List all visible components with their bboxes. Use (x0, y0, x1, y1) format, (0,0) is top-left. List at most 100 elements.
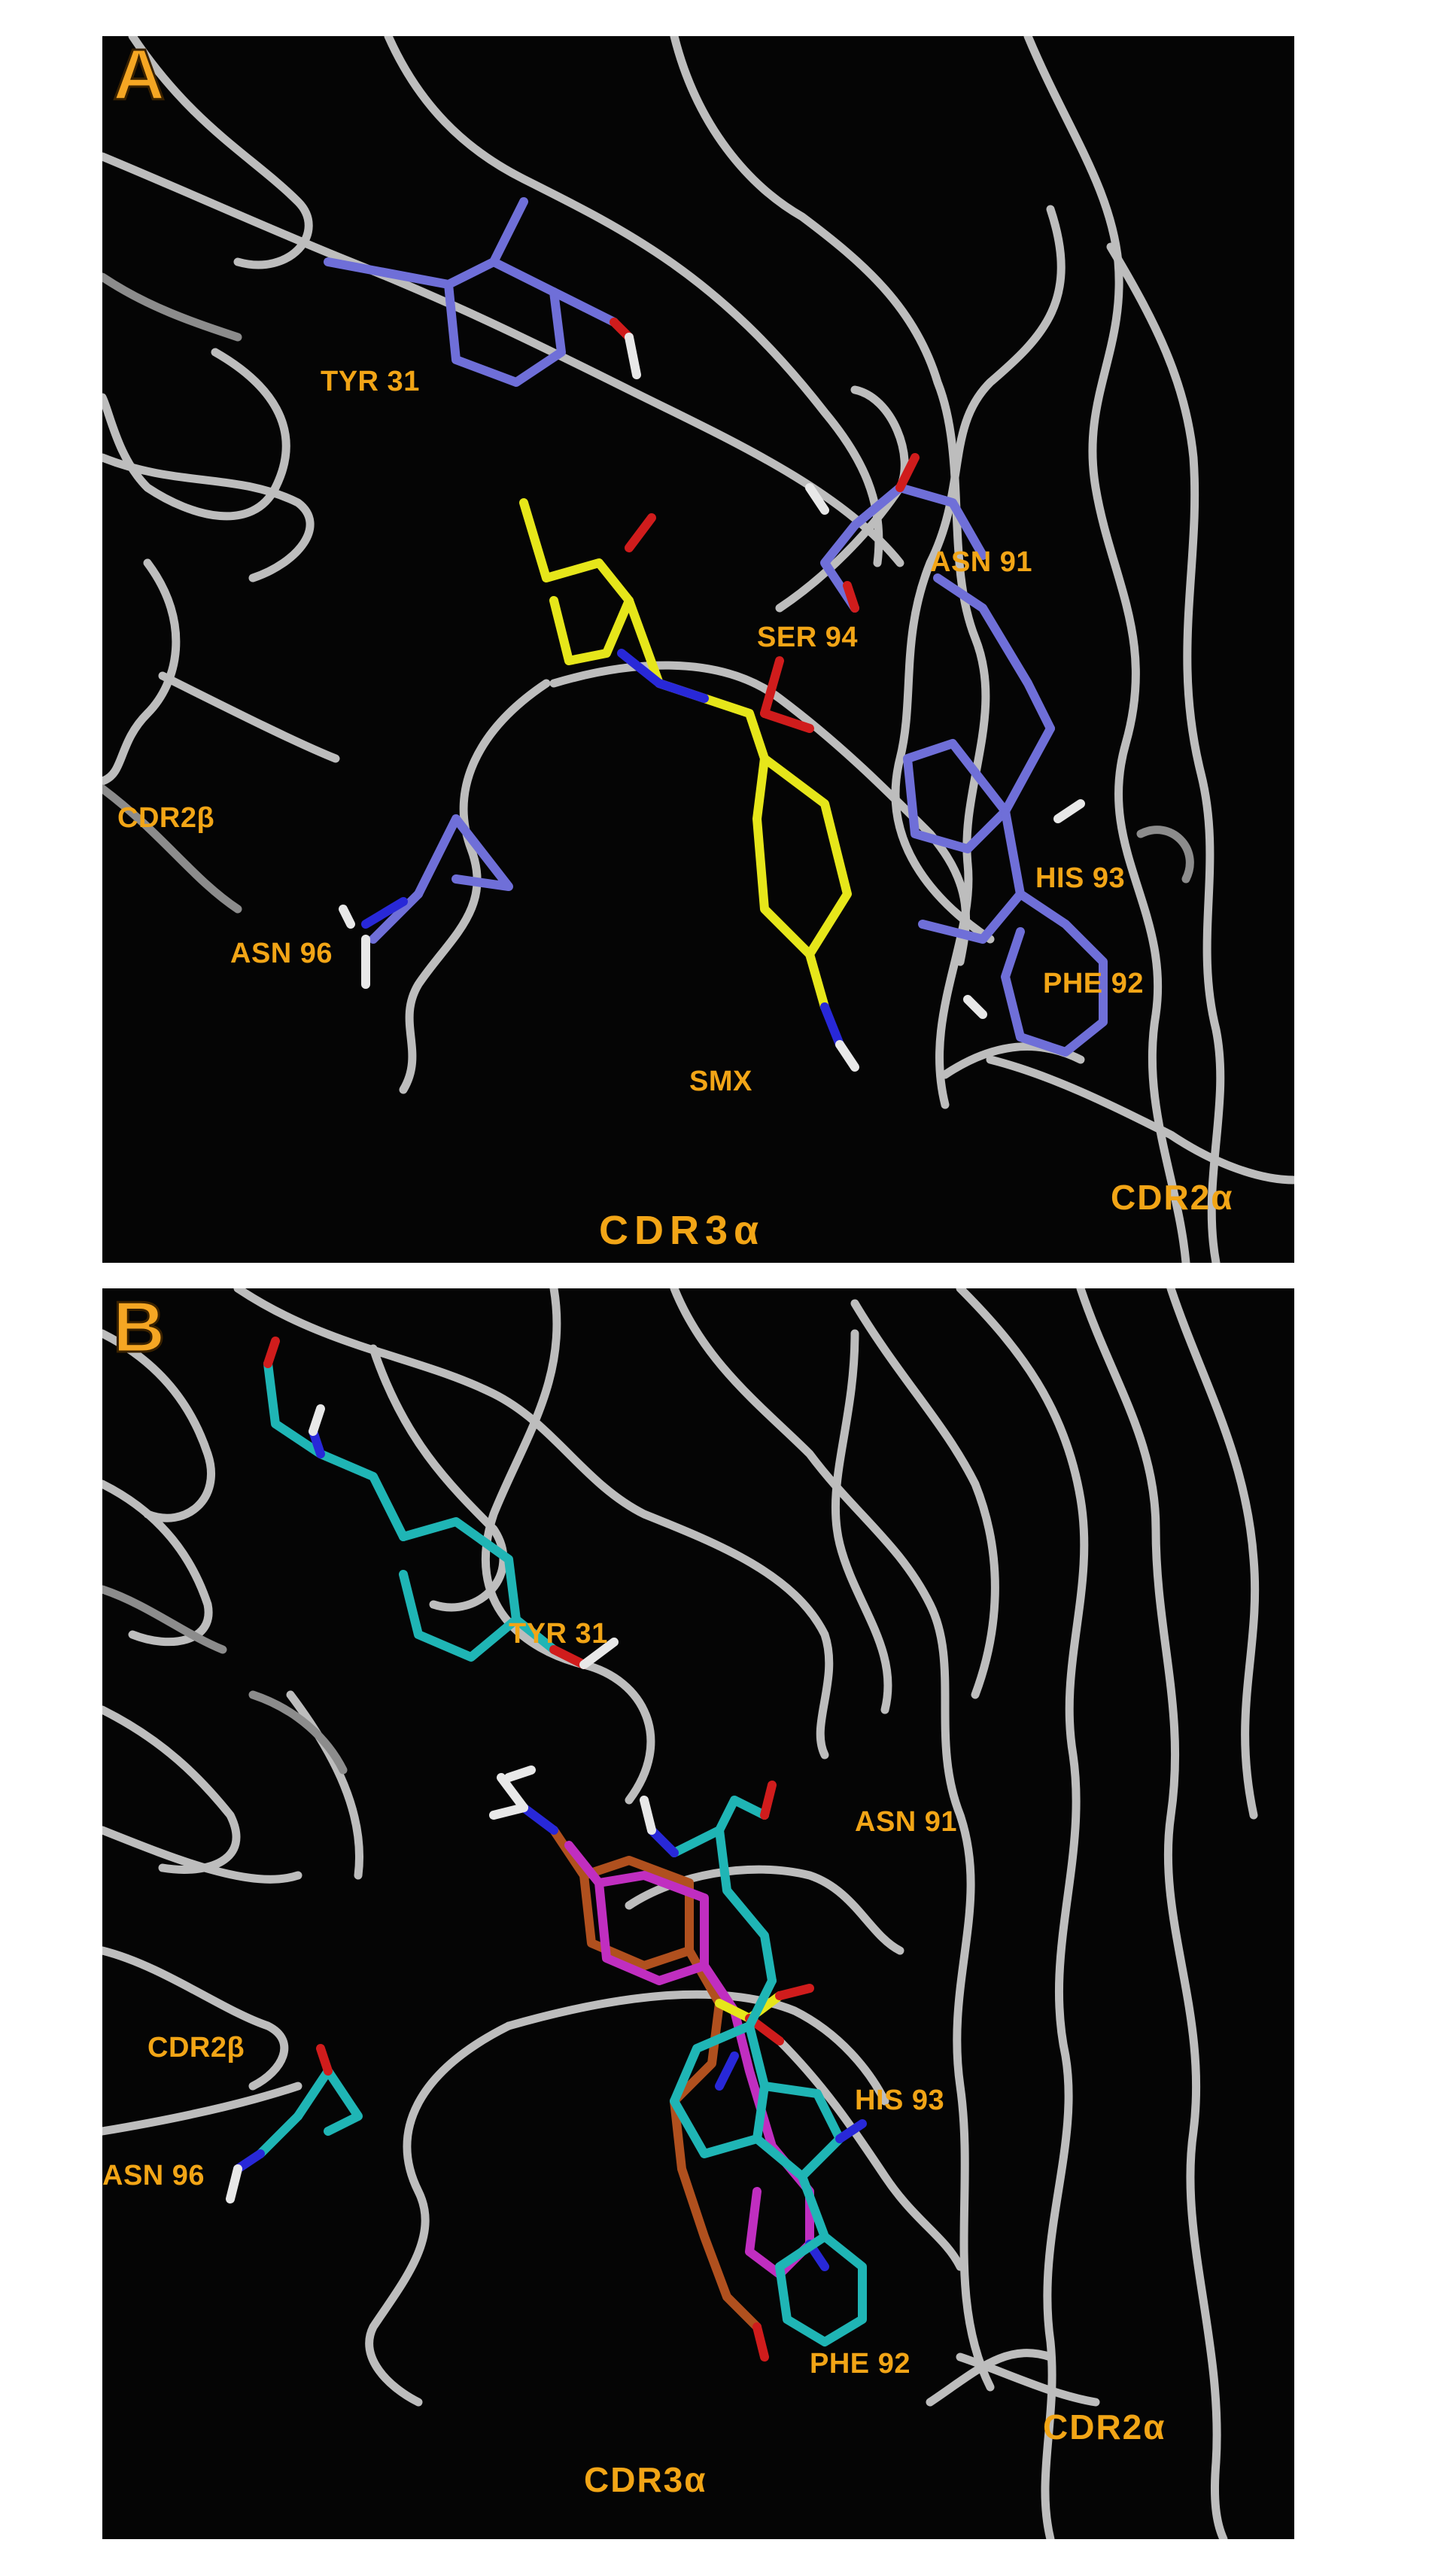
panel-b-structure (102, 1288, 1260, 2539)
ribbon-path (384, 36, 883, 567)
hydrogen-atom (226, 2164, 242, 2203)
label-cdr3a: CDR3α (599, 1208, 765, 1253)
asn91-residue (670, 1796, 777, 1985)
nitrogen-atom (655, 679, 709, 703)
hydrogen-atom (625, 333, 641, 379)
oxygen-atom (895, 453, 920, 492)
ribbon-path (670, 1288, 995, 2392)
smx-ligand (519, 498, 852, 1011)
panel-b: B TYR 31 ASN 91 CDR2β HIS 93 ASN 96 PHE … (102, 1288, 1294, 2539)
ribbon-path (102, 1826, 302, 1884)
ribbon-path (102, 1705, 241, 1874)
his93-residue (903, 724, 1055, 944)
oxygen-atom (316, 2044, 333, 2076)
oxygen-atom (752, 2322, 769, 2362)
ribbon-path (102, 1946, 289, 2091)
oxygen-atom (843, 581, 859, 613)
hydrogen-atom (504, 1765, 536, 1782)
hydrogen-atom (963, 995, 987, 1019)
ribbon-path (1136, 826, 1194, 884)
ribbon-path (891, 205, 1066, 944)
ribbon-path (1106, 242, 1225, 1263)
oxygen-atom (549, 1645, 588, 1669)
nitrogen-atom (233, 2149, 265, 2173)
nitrogen-atom (715, 2051, 739, 2091)
ribbon-path (102, 152, 904, 567)
label-cdr2a: CDR2α (1111, 1178, 1234, 1217)
label-cdr2b: CDR2β (117, 802, 215, 834)
asn96-residue (369, 814, 513, 944)
label-cdr3a: CDR3α (584, 2460, 707, 2499)
ribbon-path (481, 1288, 655, 1805)
label-tyr31: TYR 31 (509, 1618, 608, 1650)
hydrogen-atom (309, 1404, 325, 1436)
oxygen-atom (775, 1984, 814, 2000)
nitrogen-atom (647, 1826, 679, 1857)
hydrogen-atom (497, 1773, 528, 1812)
hydrogen-atom (339, 905, 355, 929)
ribbon-path (399, 679, 551, 1094)
nitrogen-atom (820, 1002, 844, 1049)
ribbon-path (365, 2021, 513, 2407)
hydrogen-atom (1053, 799, 1085, 823)
ribbon-path (956, 2352, 1100, 2407)
phe92-residue (775, 2172, 867, 2346)
ribbon-path (102, 2082, 302, 2136)
label-asn96: ASN 96 (102, 2160, 205, 2191)
nitrogen-atom (519, 1803, 558, 1835)
ribbon-path (956, 1288, 1089, 2539)
asn91-residue (820, 483, 1055, 733)
ribbon-path (102, 784, 242, 914)
ribbon-path (549, 661, 971, 966)
asn96-residue (256, 2067, 363, 2158)
ribbon-path (986, 1055, 1294, 1185)
tyr31-residue (324, 197, 619, 387)
hydrogen-atom (805, 483, 829, 515)
ribbon-path (926, 2349, 1055, 2407)
ribbon-path (248, 1690, 348, 1775)
ribbon-path (1076, 1288, 1228, 2539)
panel-b-letter: B (111, 1288, 166, 1367)
nitrogen-atom (835, 2119, 867, 2143)
phe92-residue (1001, 890, 1108, 1057)
label-cdr2b: CDR2β (147, 2032, 245, 2064)
hydrogen-atom (489, 1803, 528, 1820)
oxygen-atom (760, 709, 814, 733)
oxygen-atom (625, 513, 656, 552)
ribbon-path (102, 1480, 213, 1647)
hydrogen-atom (640, 1796, 656, 1835)
oxygen-atom (760, 1781, 777, 1820)
oxygen-atom (263, 1337, 280, 1368)
ribbon-path (775, 2036, 965, 2271)
ribbon-path (233, 1288, 834, 1759)
panel-a-letter: A (111, 36, 166, 115)
ribbon-path (850, 1299, 999, 1699)
nitrogen-atom (361, 897, 408, 929)
hydrogen-atom (579, 1638, 619, 1669)
label-ser94: SER 94 (757, 622, 858, 653)
ribbon-path (102, 272, 242, 342)
label-asn91: ASN 91 (930, 546, 1033, 578)
label-his93: HIS 93 (855, 2085, 945, 2116)
label-tyr31: TYR 31 (321, 366, 420, 397)
label-phe92: PHE 92 (1043, 968, 1144, 999)
ribbon-path (102, 453, 315, 582)
label-asn91: ASN 91 (855, 1806, 958, 1838)
ribbon-path (286, 1690, 364, 1880)
ribbon-path (831, 1329, 892, 1714)
ribbon-path (102, 1585, 227, 1654)
ribbon-path (1166, 1288, 1260, 1820)
ribbon-path (102, 558, 181, 786)
hydrogen-atom (835, 1040, 859, 1072)
panel-a: A TYR 31 ASN 91 SER 94 CDR2β HIS 93 ASN … (102, 36, 1294, 1263)
ribbon-path (158, 671, 340, 763)
label-phe92: PHE 92 (810, 2348, 911, 2380)
ribbon-path (128, 36, 313, 269)
ribbon-path (102, 1329, 215, 1522)
panel-a-structure (102, 36, 1294, 1263)
ribbon-path (1023, 36, 1190, 1263)
label-cdr2a: CDR2α (1043, 2407, 1166, 2447)
label-smx: SMX (689, 1066, 752, 1097)
ribbon-path (102, 348, 290, 521)
oxygen-atom (760, 656, 784, 718)
